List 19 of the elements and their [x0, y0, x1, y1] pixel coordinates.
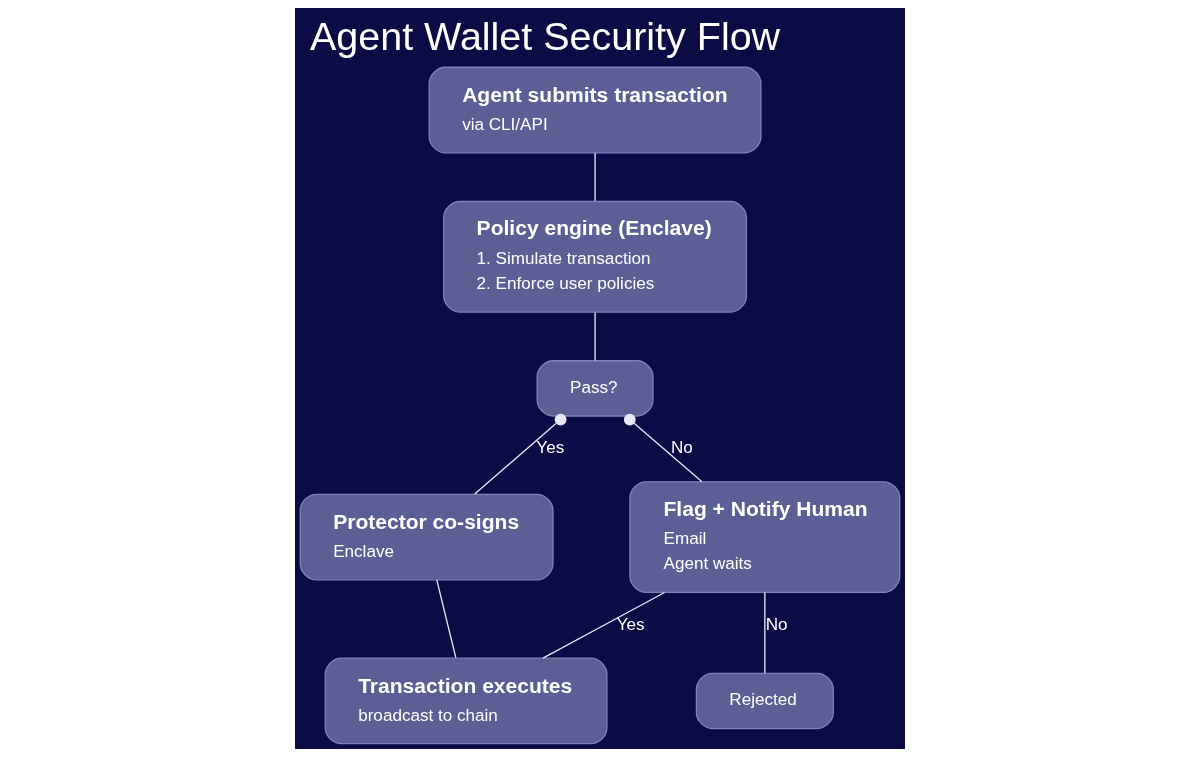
- edge-label: Yes: [616, 614, 645, 634]
- connector: [594, 311, 596, 362]
- node-box: Protector co-signs Enclave: [299, 493, 554, 581]
- node-box: Flag + Notify Human Email Agent waits: [629, 481, 901, 593]
- connector: [474, 413, 567, 495]
- node-box: Policy engine (Enclave) 1. Simulate transaction 2. Enforce user policies: [443, 200, 748, 313]
- edge-label: No: [765, 614, 788, 634]
- connector: [436, 579, 457, 659]
- node-box: Rejected: [695, 672, 834, 730]
- connector: [764, 591, 766, 674]
- node-box: Pass?: [536, 360, 654, 417]
- edge-label: Yes: [536, 438, 565, 458]
- node-box: Agent submits transaction via CLI/API: [428, 66, 762, 154]
- edge-label: No: [671, 438, 693, 458]
- diagram-title: Agent Wallet Security Flow: [309, 14, 781, 59]
- connector: [623, 413, 703, 483]
- connector: [542, 591, 666, 659]
- connector: [594, 152, 596, 202]
- node-box: Transaction executes broadcast to chain: [324, 657, 608, 745]
